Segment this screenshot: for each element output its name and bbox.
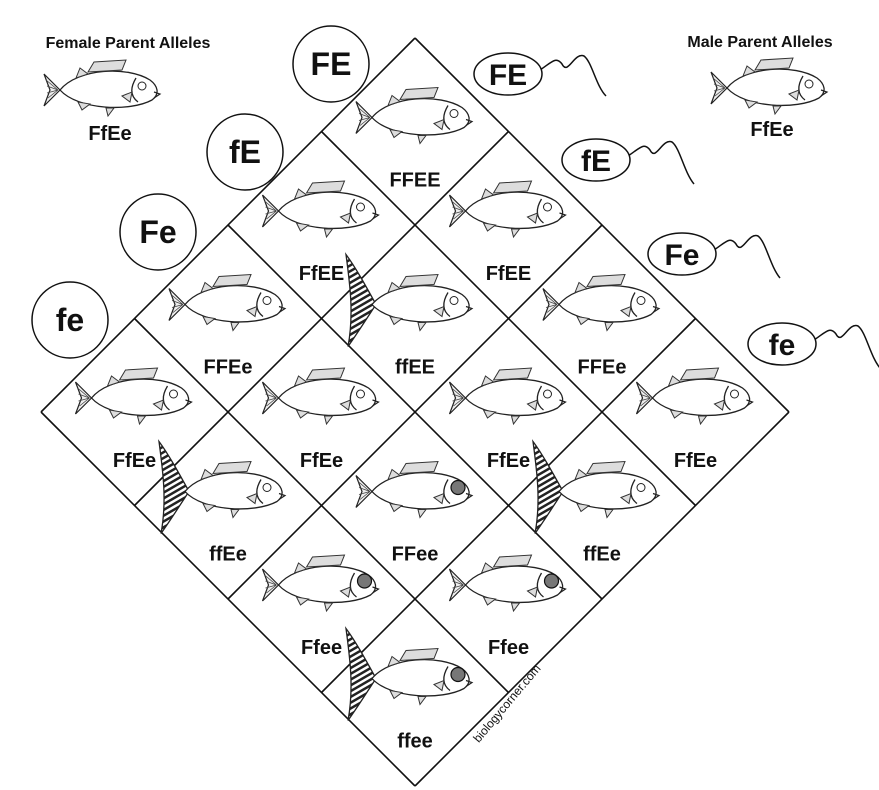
grid-line: [320, 317, 697, 694]
male-parent-genotype: FfEe: [750, 119, 793, 141]
offspring-fish-icon: [635, 367, 754, 425]
male-allele-sperm: fe: [747, 322, 879, 368]
grid-line: [133, 317, 510, 694]
punnett-cell: Ffee: [448, 554, 567, 659]
punnett-cell: FfEe: [74, 367, 193, 472]
svg-text:FE: FE: [311, 46, 352, 82]
watermark: biologycorner.com: [470, 662, 543, 746]
offspring-genotype: FfEe: [113, 450, 156, 472]
svg-text:fE: fE: [229, 134, 261, 170]
male-parent-title: Male Parent Alleles: [687, 34, 832, 51]
male-parent-fish-icon: [710, 57, 828, 115]
punnett-cell: FfEe: [261, 367, 380, 472]
grid-line: [414, 411, 790, 787]
punnett-cell: FfEE: [448, 180, 567, 285]
offspring-fish-icon: [448, 180, 567, 238]
offspring-fish-icon: [74, 367, 193, 425]
punnett-cell: ffEe: [532, 440, 660, 566]
male-allele-sperm: Fe: [647, 232, 781, 279]
offspring-genotype: ffEe: [583, 544, 621, 566]
punnett-cell: FFEe: [168, 273, 286, 379]
offspring-genotype: ffEE: [395, 357, 435, 379]
offspring-fish-icon: [345, 627, 473, 722]
offspring-fish-icon: [448, 367, 567, 425]
offspring-fish-icon: [261, 367, 380, 425]
punnett-cell: Ffee: [261, 554, 380, 659]
grid-line: [40, 411, 416, 787]
offspring-fish-icon: [448, 554, 567, 612]
female-parent-fish-icon: [43, 59, 161, 117]
offspring-genotype: Ffee: [488, 637, 529, 659]
svg-text:Fe: Fe: [664, 239, 699, 272]
female-allele-egg: Fe: [119, 193, 197, 271]
offspring-genotype: ffee: [397, 731, 433, 753]
punnett-cell: ffee: [345, 627, 473, 753]
male-allele-sperm: fE: [561, 138, 695, 185]
svg-text:Fe: Fe: [139, 214, 176, 250]
punnett-cell: FfEE: [261, 180, 380, 285]
offspring-genotype: FfEE: [299, 263, 345, 285]
punnett-cell: FFee: [355, 460, 473, 566]
female-parent-title: Female Parent Alleles: [46, 35, 211, 52]
punnett-cell: FfEe: [635, 367, 754, 472]
offspring-genotype: FfEE: [486, 263, 532, 285]
offspring-genotype: FFEE: [389, 170, 440, 192]
offspring-genotype: FfEe: [674, 450, 717, 472]
offspring-genotype: FfEe: [487, 450, 530, 472]
offspring-fish-icon: [345, 253, 473, 348]
offspring-fish-icon: [261, 180, 380, 238]
punnett-cell: ffEE: [345, 253, 473, 379]
offspring-genotype: Ffee: [301, 637, 342, 659]
female-allele-egg: fe: [31, 281, 109, 359]
svg-text:fe: fe: [56, 302, 84, 338]
punnett-cell: ffEe: [158, 440, 286, 566]
svg-text:fe: fe: [769, 329, 796, 362]
male-allele-sperm: FE: [473, 52, 607, 97]
female-parent-genotype: FfEe: [88, 123, 131, 145]
punnett-cell: FFEe: [542, 273, 660, 379]
punnett-cell: FfEe: [448, 367, 567, 472]
svg-text:FE: FE: [489, 59, 527, 92]
offspring-fish-icon: [532, 440, 660, 535]
punnett-cell: FFEE: [355, 86, 473, 192]
offspring-genotype: FFEe: [578, 357, 627, 379]
female-allele-egg: fE: [206, 113, 284, 191]
grid-line: [227, 224, 603, 600]
offspring-fish-icon: [355, 460, 473, 519]
offspring-genotype: FFee: [392, 544, 439, 566]
offspring-genotype: FfEe: [300, 450, 343, 472]
offspring-fish-icon: [355, 86, 473, 145]
punnett-grid: [40, 37, 790, 787]
offspring-fish-icon: [542, 273, 660, 332]
svg-text:fE: fE: [581, 145, 611, 178]
offspring-fish-icon: [158, 440, 286, 535]
offspring-genotype: ffEe: [209, 544, 247, 566]
female-allele-egg: FE: [292, 25, 370, 103]
offspring-fish-icon: [261, 554, 380, 612]
offspring-fish-icon: [168, 273, 286, 332]
offspring-genotype: FFEe: [204, 357, 253, 379]
